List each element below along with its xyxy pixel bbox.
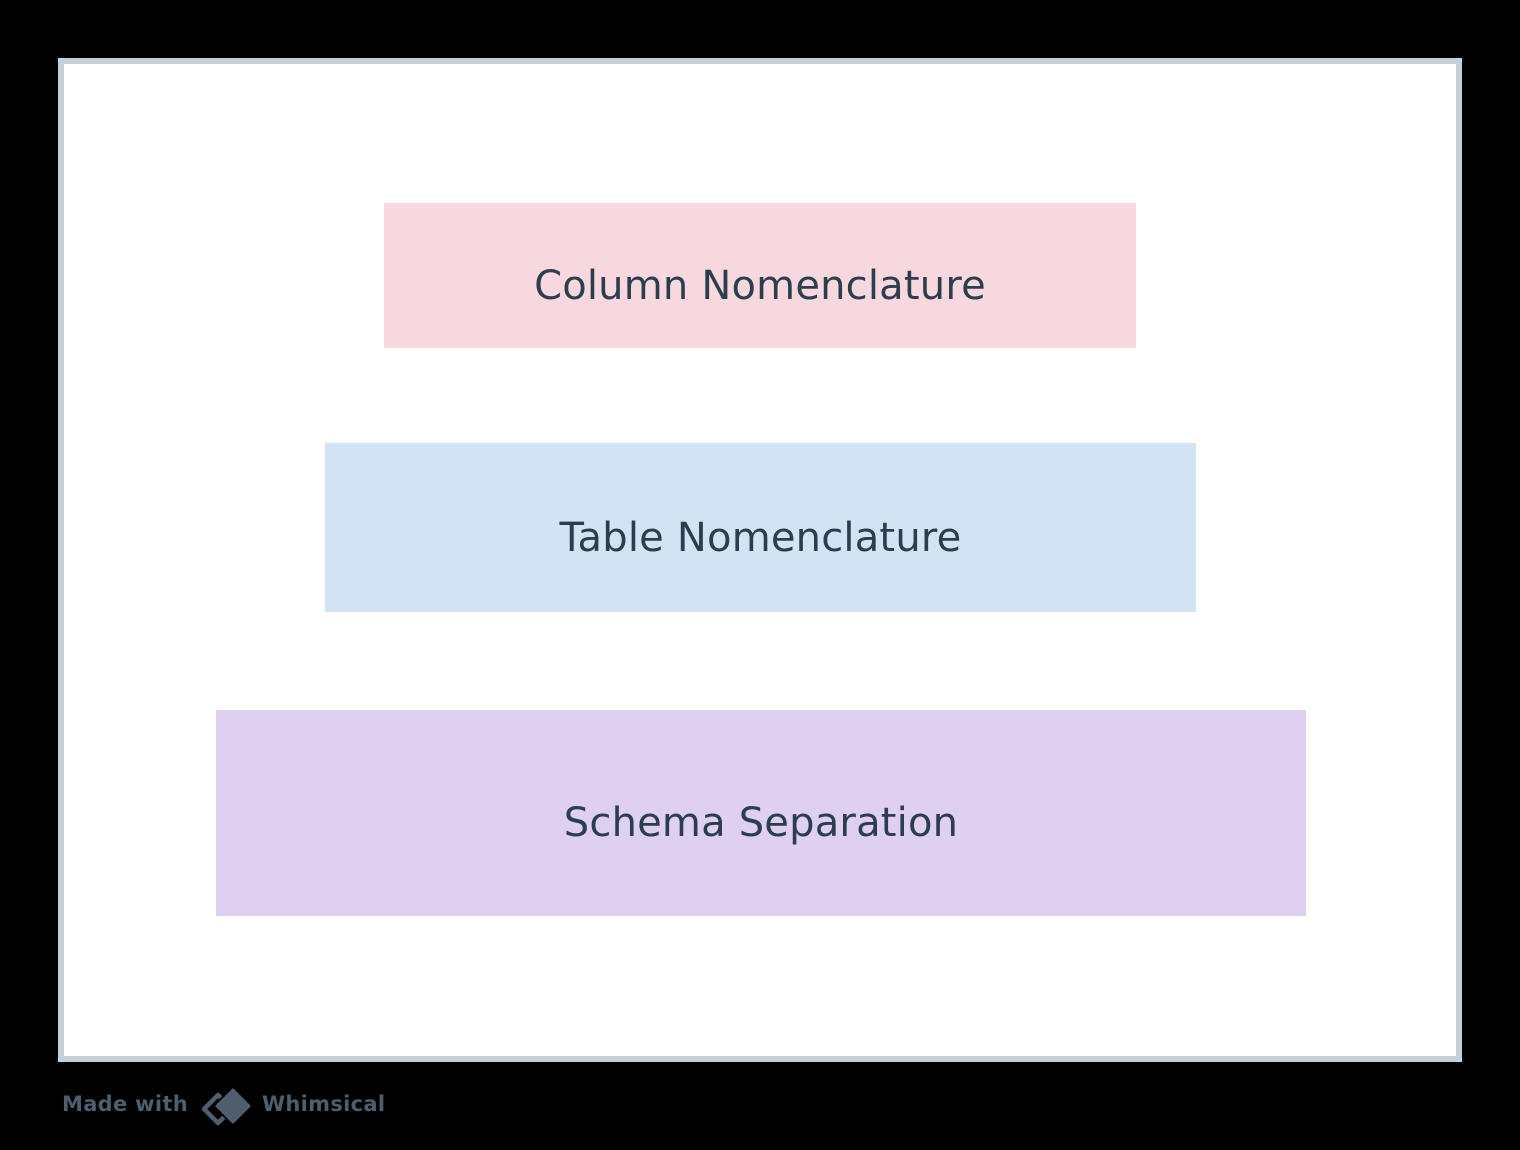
node-label: Schema Separation	[563, 800, 959, 846]
whimsical-diamonds-icon	[201, 1086, 253, 1126]
node-label: Column Nomenclature	[534, 262, 986, 309]
whimsical-brand-label: Whimsical	[261, 1092, 386, 1116]
made-with-whimsical-badge[interactable]: Made with Whimsical	[62, 1080, 385, 1128]
diagram-node-table-nomenclature[interactable]: Table Nomenclature	[325, 443, 1196, 612]
diagram-node-column-nomenclature[interactable]: Column Nomenclature	[384, 203, 1136, 348]
node-label: Table Nomenclature	[559, 514, 962, 561]
made-with-label: Made with	[62, 1092, 188, 1116]
diagram-node-schema-separation[interactable]: Schema Separation	[216, 710, 1306, 916]
